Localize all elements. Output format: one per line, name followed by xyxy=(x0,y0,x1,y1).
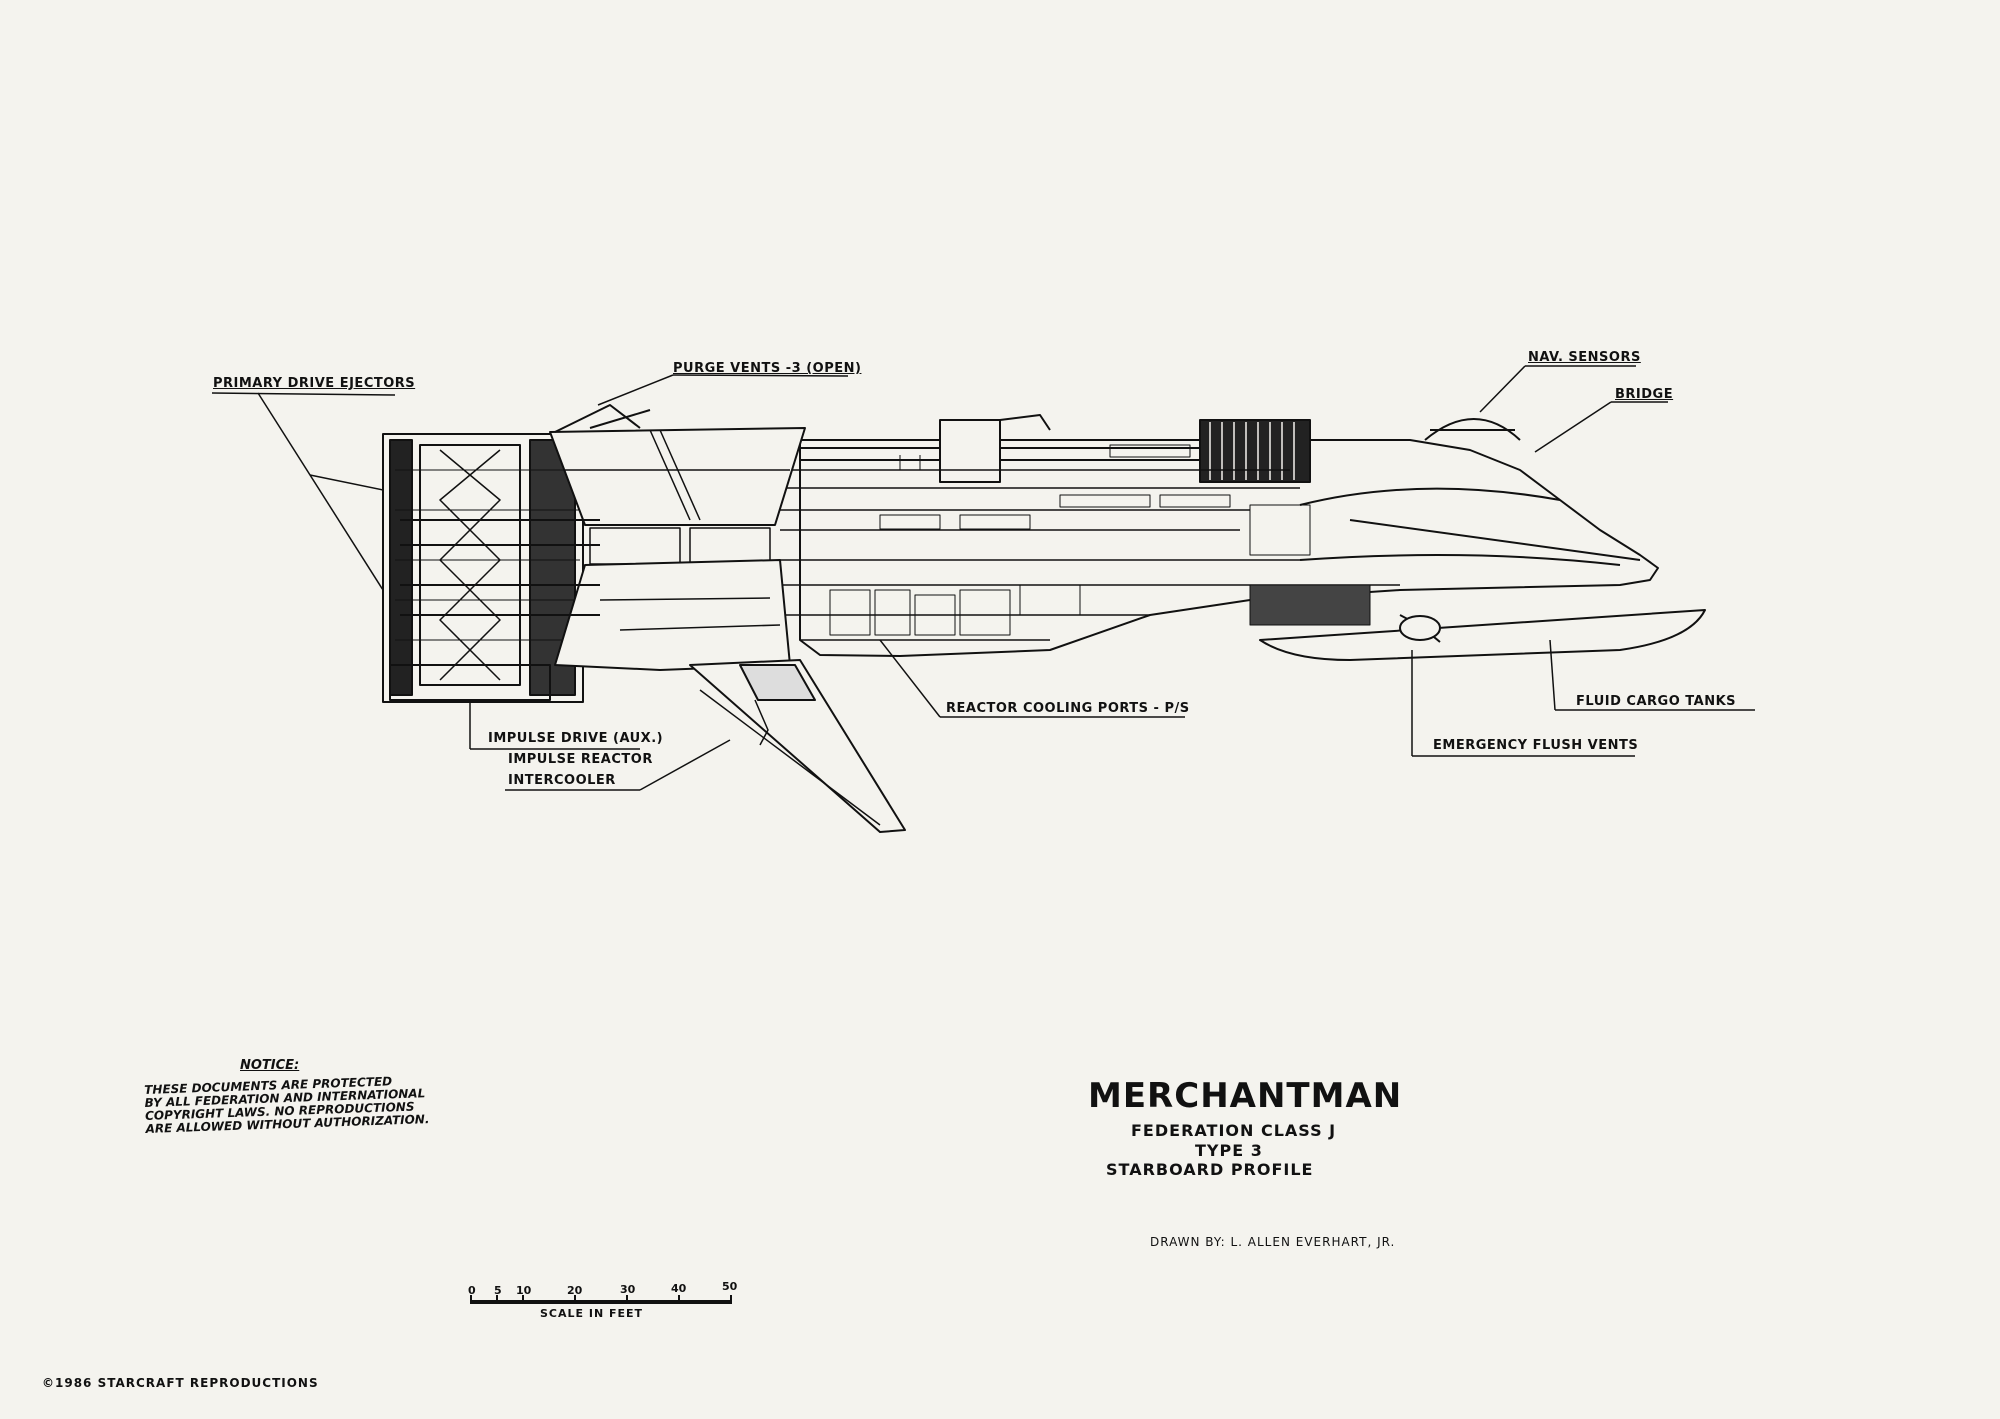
label-purge-vents: PURGE VENTS -3 (OPEN) xyxy=(673,361,862,376)
scale-tick-40: 40 xyxy=(671,1282,687,1295)
ship-class: FEDERATION CLASS J xyxy=(1131,1121,1337,1140)
label-emergency-flush-vents: EMERGENCY FLUSH VENTS xyxy=(1433,738,1639,753)
lower-fin xyxy=(689,659,906,833)
label-nav-sensors: NAV. SENSORS xyxy=(1528,350,1641,365)
scale-tick-5: 5 xyxy=(494,1284,502,1297)
copyright: ©1986 STARCRAFT REPRODUCTIONS xyxy=(42,1376,319,1390)
scale-tick-20: 20 xyxy=(567,1284,583,1297)
scale-tick-50: 50 xyxy=(722,1280,738,1293)
label-impulse-drive-aux: IMPULSE DRIVE (AUX.) xyxy=(488,731,664,746)
main-hull xyxy=(780,414,1706,661)
scale-tick-0: 0 xyxy=(468,1284,476,1297)
callout-leaders xyxy=(211,365,1755,791)
ship-title: MERCHANTMAN xyxy=(1088,1076,1403,1116)
label-fluid-cargo-tanks: FLUID CARGO TANKS xyxy=(1576,694,1737,709)
label-bridge: BRIDGE xyxy=(1615,387,1674,402)
drawn-by: DRAWN BY: L. ALLEN EVERHART, JR. xyxy=(1150,1235,1396,1249)
label-primary-drive-ejectors: PRIMARY DRIVE EJECTORS xyxy=(213,376,416,391)
aft-engine-section xyxy=(382,433,584,703)
label-impulse-reactor: IMPULSE REACTOR xyxy=(508,752,653,767)
notice-heading: NOTICE: xyxy=(240,1058,300,1073)
ship-view: STARBOARD PROFILE xyxy=(1106,1160,1314,1179)
scale-label: SCALE IN FEET xyxy=(540,1307,644,1320)
scale-bar xyxy=(470,1295,732,1304)
scale-tick-10: 10 xyxy=(516,1284,532,1297)
ship-type: TYPE 3 xyxy=(1195,1141,1263,1160)
scale-tick-30: 30 xyxy=(620,1283,636,1296)
label-intercooler: INTERCOOLER xyxy=(508,773,616,788)
label-reactor-cooling-ports: REACTOR COOLING PORTS - P/S xyxy=(946,701,1190,716)
